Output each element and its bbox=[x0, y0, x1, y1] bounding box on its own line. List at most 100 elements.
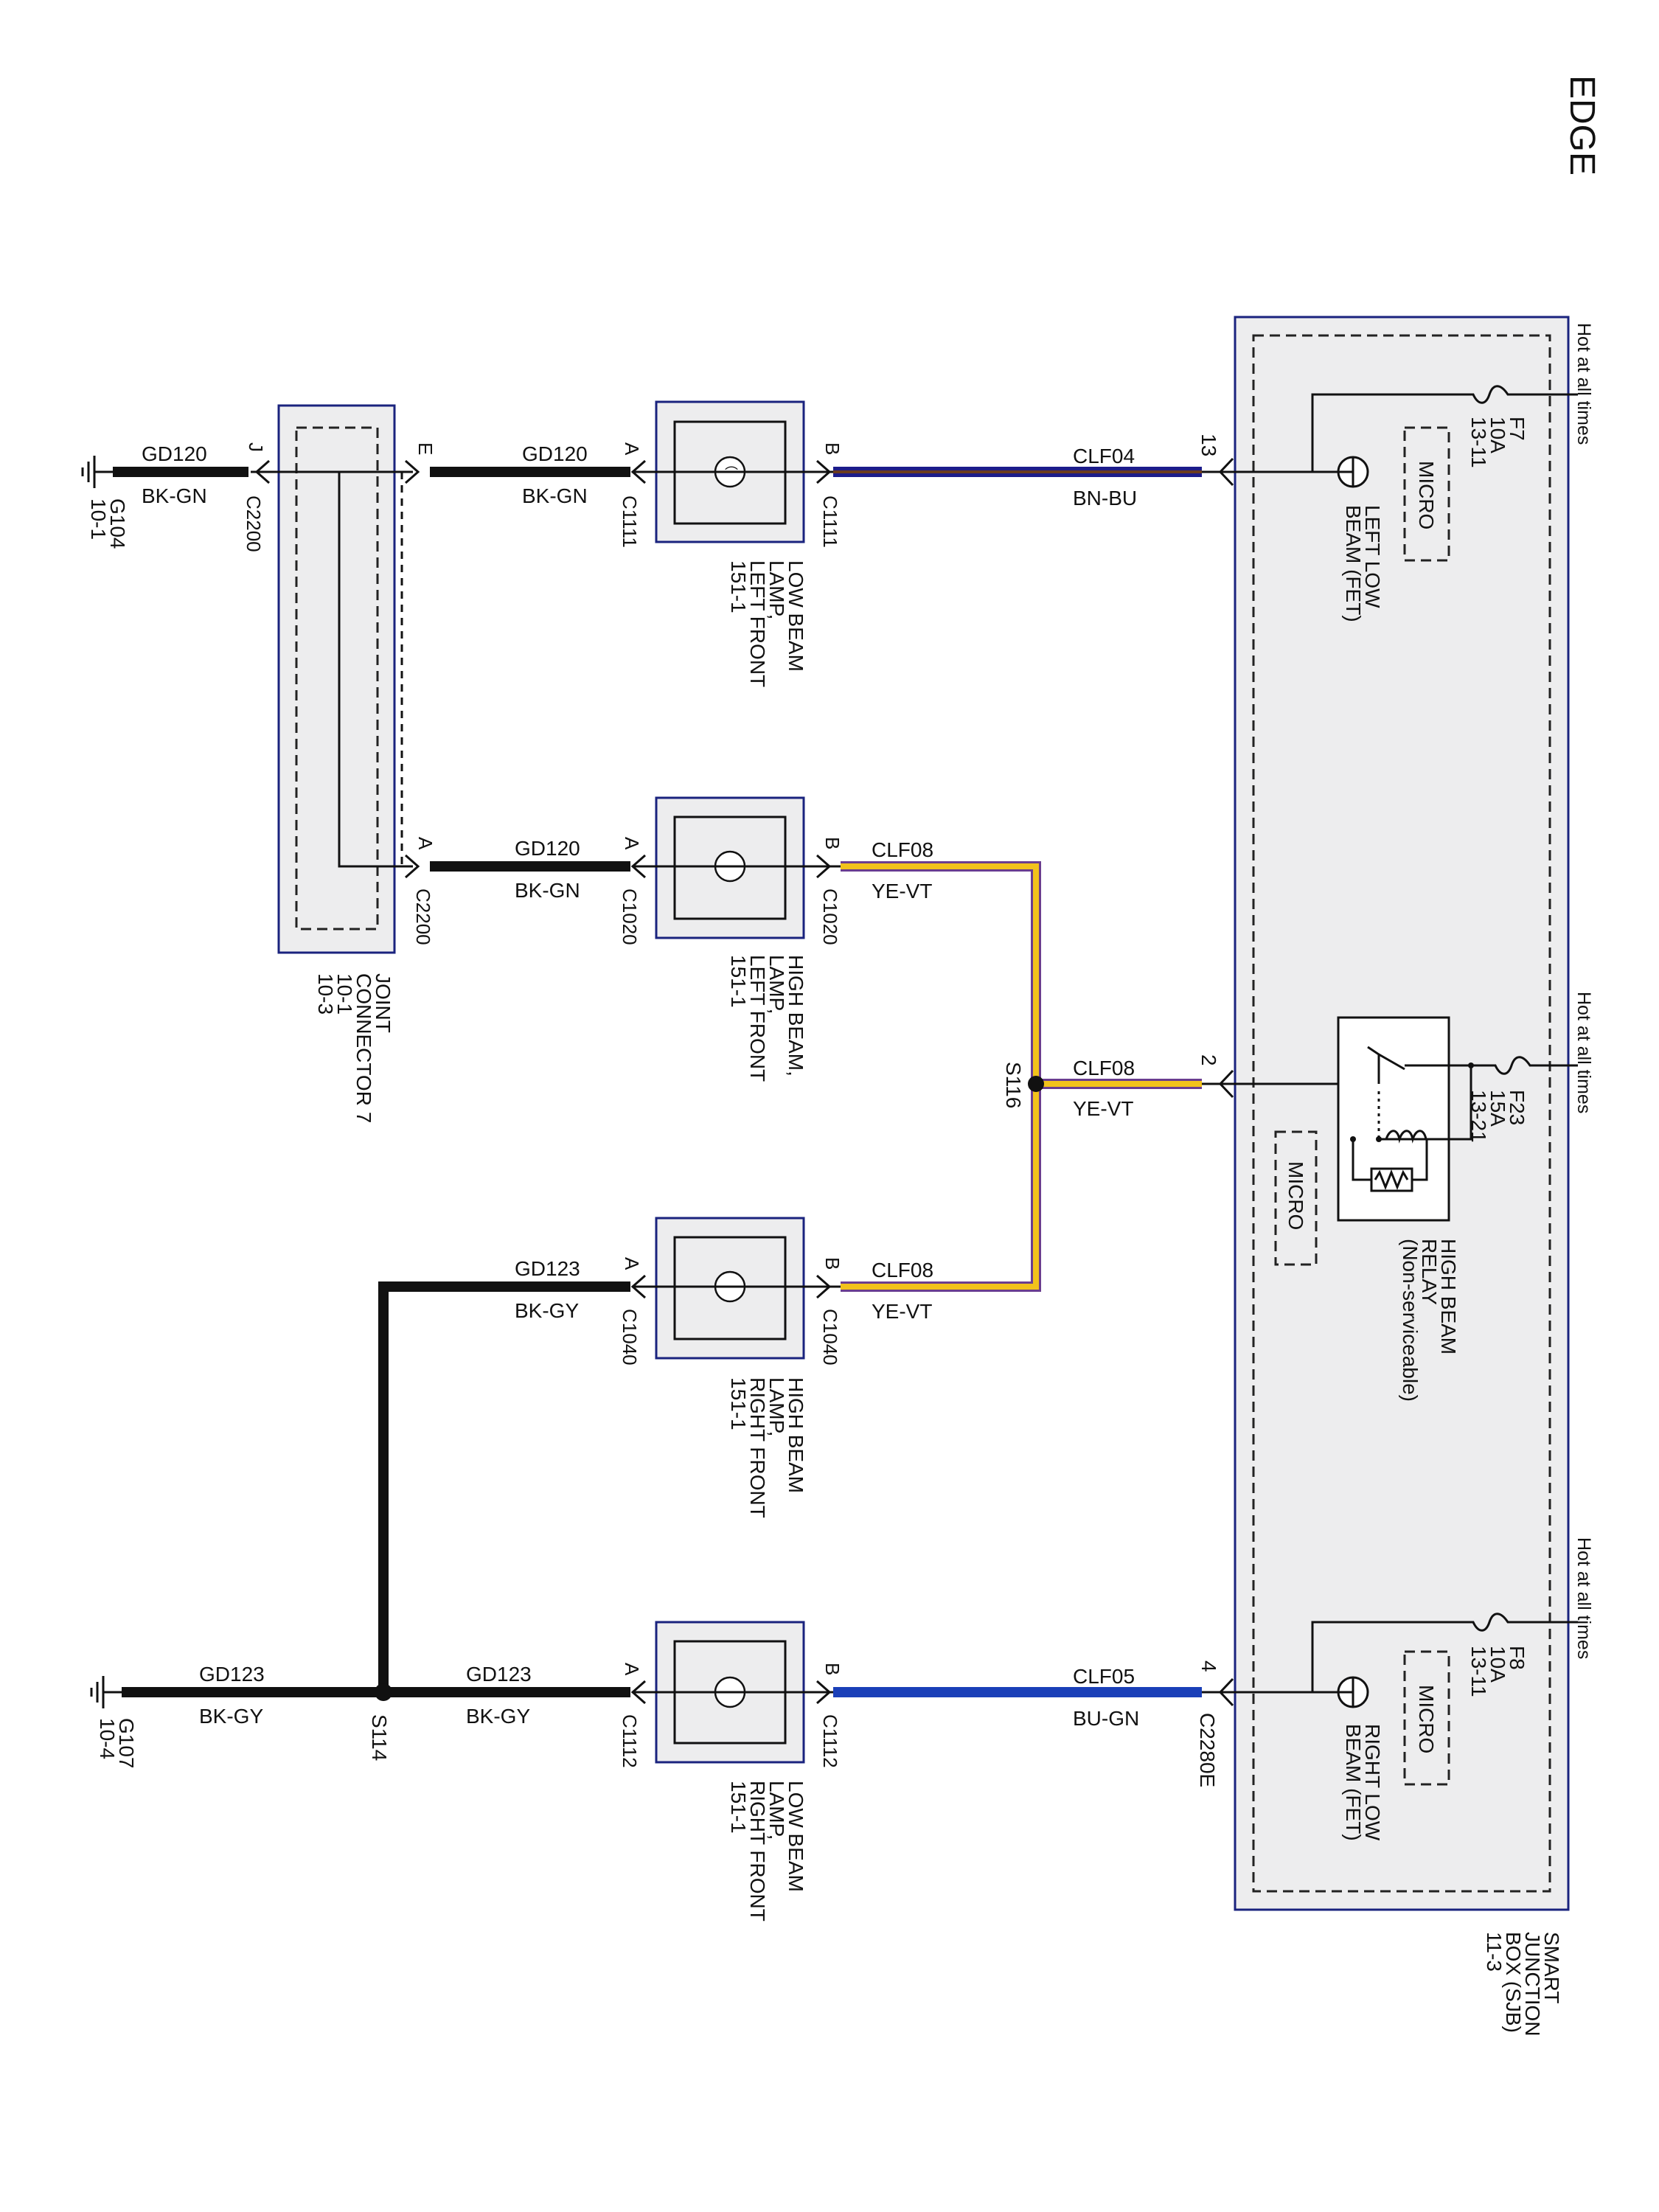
jc-name-2: CONNECTOR 7 bbox=[352, 973, 375, 1123]
svg-text:⌒: ⌒ bbox=[725, 466, 738, 481]
lamp-llb-name-1: LOW BEAM bbox=[785, 560, 807, 672]
lamp-rlb-pin-a: A bbox=[621, 1663, 643, 1676]
pin-j-arrow bbox=[254, 459, 270, 484]
relay-name-2: RELAY bbox=[1418, 1239, 1441, 1305]
sjb-dashed-boundary bbox=[1252, 334, 1551, 1893]
gd123-name-1: GD123 bbox=[515, 1257, 580, 1280]
sjb-name-1: SMART bbox=[1540, 1932, 1563, 2004]
gd120-color-3: BK-GN bbox=[515, 879, 580, 902]
clf08-color-2: YE-VT bbox=[1073, 1097, 1133, 1120]
lamp-rlb-name-1: LOW BEAM bbox=[785, 1781, 807, 1892]
lamp-llb-pin-b: B bbox=[821, 442, 844, 455]
ground-g104-ref: 10-1 bbox=[87, 498, 110, 540]
jc-pin-a: A bbox=[414, 837, 437, 850]
clf08-color-1: YE-VT bbox=[872, 880, 932, 902]
fuse-f23-group: F23 15A 13-21 bbox=[1445, 1056, 1578, 1143]
fuse-f23-amps: 15A bbox=[1486, 1090, 1509, 1127]
gd120-name-3: GD120 bbox=[515, 837, 580, 860]
splice-s114 bbox=[375, 1683, 392, 1701]
lamp-low-beam-right-front: B A C1112 C1112 LOW BEAM LAMP, RIGHT FRO… bbox=[619, 1621, 844, 1921]
relay-resistor bbox=[1370, 1167, 1413, 1192]
wire-clf08-harness bbox=[841, 861, 1202, 1292]
jc-name-3: 10-1 bbox=[333, 973, 356, 1015]
sjb-name-4: 11-3 bbox=[1483, 1932, 1506, 1972]
lamp-high-beam-left-front: B A C1020 C1020 HIGH BEAM, LAMP, LEFT FR… bbox=[619, 796, 844, 1082]
relay-name-1: HIGH BEAM bbox=[1437, 1239, 1460, 1354]
jc-conn-j: C2200 bbox=[243, 495, 265, 552]
sjb-name-3: BOX (SJB) bbox=[1502, 1932, 1525, 2033]
hot-label-f23: Hot at all times bbox=[1573, 992, 1594, 1113]
wire-gd123-rhb bbox=[378, 1281, 630, 1697]
clf08-name-3: CLF08 bbox=[872, 1259, 933, 1281]
lamp-rhb-inner bbox=[673, 1236, 787, 1340]
clf05-name: CLF05 bbox=[1073, 1665, 1135, 1688]
jc-conn-a: C2200 bbox=[412, 888, 434, 945]
lamp-lhb-name-2: LAMP, bbox=[765, 955, 788, 1014]
lamp-lhb-name-4: 151-1 bbox=[727, 955, 750, 1008]
lamp-rhb-conn-a: C1040 bbox=[619, 1309, 641, 1366]
clf08-name-1: CLF08 bbox=[872, 838, 933, 861]
lamp-low-beam-left-front: ⌒ B A C1111 C1111 LOW BEAM LAMP, LEFT FR… bbox=[619, 400, 844, 687]
clf05-color: BU-GN bbox=[1073, 1707, 1139, 1730]
ground-icon-g104 bbox=[81, 456, 118, 488]
lamp-rlb-name-2: LAMP, bbox=[765, 1781, 788, 1840]
fuse-f23-ref: 13-21 bbox=[1467, 1090, 1490, 1143]
splice-s116 bbox=[1028, 1076, 1044, 1092]
relay-name-3: (Non-serviceable) bbox=[1399, 1239, 1422, 1402]
gd123-name-2: GD123 bbox=[466, 1663, 532, 1686]
left-low-beam-fet-2: BEAM (FET) bbox=[1342, 505, 1365, 622]
micro-label-2: MICRO bbox=[1284, 1161, 1307, 1230]
pin-2-connector bbox=[1218, 1069, 1234, 1099]
jc-pin-e: E bbox=[414, 442, 437, 455]
sjb-pin-13: 13 bbox=[1197, 434, 1220, 456]
lamp-lhb-pin-a: A bbox=[621, 837, 643, 850]
pin-e-arrow bbox=[405, 459, 420, 484]
gd120-name-1: GD120 bbox=[522, 442, 588, 465]
lamp-rhb-pin-b: B bbox=[821, 1257, 844, 1270]
fuse-f8-id: F8 bbox=[1506, 1646, 1528, 1670]
hot-label-f7: Hot at all times bbox=[1573, 323, 1594, 445]
lamp-rhb-pin-a: A bbox=[621, 1257, 643, 1270]
lamp-rhb-name-3: RIGHT FRONT bbox=[746, 1377, 769, 1518]
clf04-name: CLF04 bbox=[1073, 445, 1135, 467]
sjb-name-2: JUNCTION bbox=[1521, 1932, 1544, 2037]
fuse-f8-amps: 10A bbox=[1486, 1646, 1509, 1683]
clf04-color: BN-BU bbox=[1073, 487, 1137, 509]
lamp-rhb-conn-b: C1040 bbox=[819, 1309, 841, 1366]
pin-a-arrow-rlb bbox=[630, 1680, 646, 1705]
ground-g104-id: G104 bbox=[106, 498, 129, 549]
pin-a-arrow-llb bbox=[630, 459, 646, 484]
gd120-name-2: GD120 bbox=[142, 442, 207, 465]
joint-connector-dashed bbox=[295, 426, 379, 931]
lamp-lhb-conn-b: C1020 bbox=[819, 888, 841, 945]
micro-box-1 bbox=[1403, 426, 1450, 562]
jc-name-1: JOINT bbox=[372, 973, 394, 1033]
splice-s114-label: S114 bbox=[368, 1714, 391, 1761]
smart-junction-box: SMART JUNCTION BOX (SJB) 11-3 bbox=[1234, 316, 1570, 2037]
lamp-rhb-name-2: LAMP, bbox=[765, 1377, 788, 1436]
fuse-f7-id: F7 bbox=[1506, 417, 1528, 441]
lamp-rlb-conn-b: C1112 bbox=[819, 1714, 841, 1768]
ground-icon-g107 bbox=[90, 1676, 127, 1708]
sjb-pin-2: 2 bbox=[1197, 1054, 1220, 1066]
lamp-lhb-pin-b: B bbox=[821, 837, 844, 849]
joint-connector-outline bbox=[277, 404, 396, 954]
lamp-high-beam-right-front: B A C1040 C1040 HIGH BEAM LAMP, RIGHT FR… bbox=[619, 1217, 844, 1518]
hot-label-f8: Hot at all times bbox=[1573, 1537, 1594, 1659]
fuse-f23-id: F23 bbox=[1506, 1090, 1528, 1125]
pin-a-arrow-lhb bbox=[630, 854, 646, 879]
fuse-f7-amps: 10A bbox=[1486, 417, 1509, 453]
lamp-rhb-name-1: HIGH BEAM bbox=[785, 1377, 807, 1493]
lamp-llb-conn-b: C1111 bbox=[819, 495, 841, 548]
joint-connector-7: E A J C2200 C2200 JOINT CONNECTOR 7 10-1… bbox=[243, 404, 437, 1123]
pin-b-arrow-llb bbox=[816, 459, 832, 484]
fuse-f7-group: F7 10A 13-11 bbox=[1311, 385, 1578, 472]
sjb-pin-4: 4 bbox=[1197, 1660, 1220, 1672]
ground-g107-id: G107 bbox=[115, 1718, 138, 1769]
micro-box-3 bbox=[1403, 1650, 1450, 1786]
high-beam-relay bbox=[1337, 1016, 1474, 1222]
lamp-llb-name-2: LAMP, bbox=[765, 560, 788, 619]
lamp-llb-name-4: 151-1 bbox=[727, 560, 750, 613]
lamp-rlb-pin-b: B bbox=[821, 1663, 844, 1675]
lamp-rlb-conn-a: C1112 bbox=[619, 1714, 641, 1768]
